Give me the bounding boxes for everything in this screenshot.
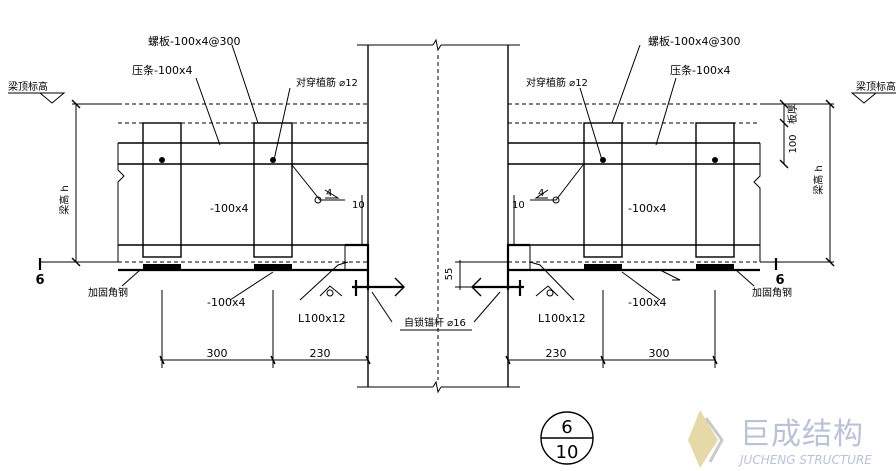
right-dim-300: 300 xyxy=(649,347,670,360)
right-angle-size: L100x12 xyxy=(538,312,586,325)
right-weld-size: 4 xyxy=(538,188,544,199)
right-beam xyxy=(506,103,761,290)
left-angle-label: 加固角钢 xyxy=(88,286,128,299)
right-gap-dim: 10 xyxy=(512,200,525,211)
left-dim-300: 300 xyxy=(207,347,228,360)
left-dimensions xyxy=(8,92,371,368)
right-slab-thickness-label: 板厚 xyxy=(786,104,799,124)
left-dim-230: 230 xyxy=(310,347,331,360)
right-press-bar-label: 压条-100x4 xyxy=(670,63,730,77)
detail-number-bottom: 10 xyxy=(556,442,579,463)
left-through-bolt-label: 对穿植筋 ⌀12 xyxy=(296,76,358,89)
left-spiral-plate-label: 螺板-100x4@300 xyxy=(148,34,240,48)
left-beam-top-label: 梁顶标高 xyxy=(8,80,48,93)
left-angle-size: L100x12 xyxy=(298,312,346,325)
left-beam xyxy=(117,103,370,290)
center-dim-55: 55 xyxy=(444,268,455,281)
left-labels: 螺板-100x4@300 压条-100x4 对穿植筋 ⌀12 梁顶标高 梁高 h… xyxy=(8,34,365,360)
left-anchor xyxy=(352,277,405,297)
detail-number-top: 6 xyxy=(561,417,572,438)
left-plate-label: -100x4 xyxy=(210,202,248,215)
right-labels: 螺板-100x4@300 压条-100x4 对穿植筋 ⌀12 梁顶标高 梁高 h… xyxy=(512,34,896,360)
right-through-bolt-label: 对穿植筋 ⌀12 xyxy=(526,76,588,89)
right-beam-height-label: 梁高 h xyxy=(812,165,825,195)
right-plate-label: -100x4 xyxy=(628,202,666,215)
detail-label: 6 10 xyxy=(540,411,594,465)
left-section-mark: 6 xyxy=(35,273,44,288)
right-section-mark: 6 xyxy=(775,273,784,288)
center-column xyxy=(357,38,520,394)
center-dimensions xyxy=(455,260,508,290)
watermark-en: JUCHENG STRUCTURE xyxy=(738,453,872,467)
watermark: 巨成结构 JUCHENG STRUCTURE xyxy=(688,410,872,468)
right-spiral-plate-label: 螺板-100x4@300 xyxy=(648,34,740,48)
left-plate-bottom-label: -100x4 xyxy=(207,296,245,309)
right-plate-bottom-label: -100x4 xyxy=(628,296,666,309)
right-dim-100: 100 xyxy=(788,134,799,153)
right-angle-label: 加固角钢 xyxy=(752,286,792,299)
right-beam-top-label: 梁顶标高 xyxy=(856,80,896,93)
left-leaders xyxy=(121,44,349,301)
left-gap-dim: 10 xyxy=(352,200,365,211)
watermark-cn: 巨成结构 xyxy=(740,417,864,452)
left-weld-size: 4 xyxy=(326,188,332,199)
anchor-label: 自锁锚杆 ⌀16 xyxy=(404,316,466,329)
right-dimensions xyxy=(505,92,896,368)
right-dim-230: 230 xyxy=(546,347,567,360)
center-labels: 自锁锚杆 ⌀16 55 xyxy=(404,268,466,329)
right-leaders xyxy=(529,44,755,301)
center-leaders xyxy=(371,291,501,331)
left-press-bar-label: 压条-100x4 xyxy=(132,63,192,77)
watermark-logo-icon xyxy=(688,410,718,468)
left-beam-height-label: 梁高 h xyxy=(58,185,71,215)
